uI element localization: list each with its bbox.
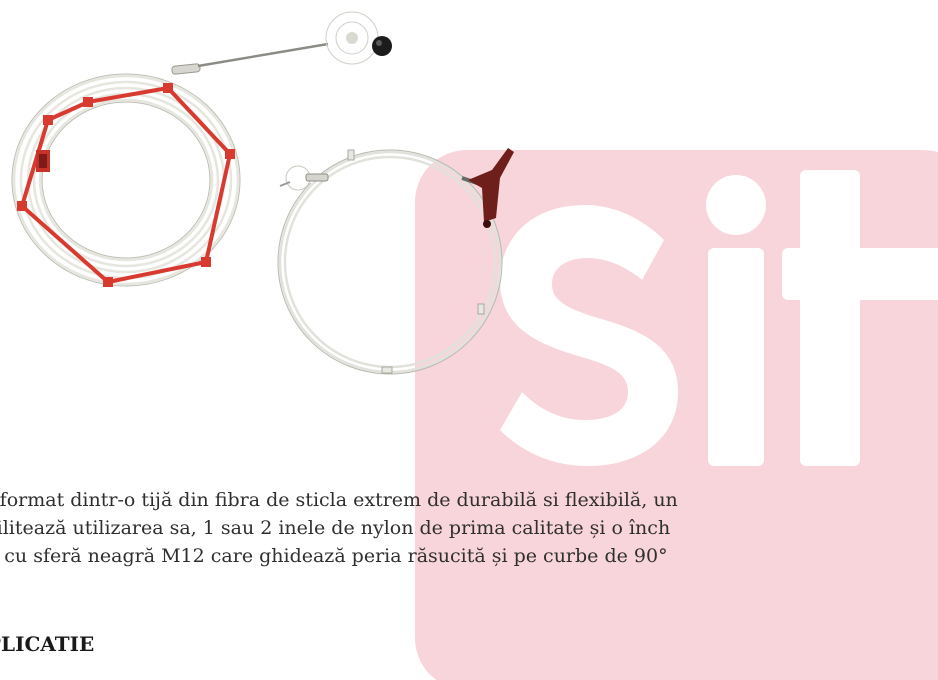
brush-rod-icon xyxy=(171,6,392,75)
description-line: cilitează utilizarea sa, 1 sau 2 inele d… xyxy=(0,517,671,539)
description-line: t format dintr-o tijă din fibra de sticl… xyxy=(0,489,678,511)
section-heading: PLICATIE xyxy=(0,632,95,656)
product-image xyxy=(11,6,514,375)
description-line: u cu sferă neagră M12 care ghidează peri… xyxy=(0,545,668,567)
coiled-rod-icon xyxy=(11,73,241,287)
product-description: t format dintr-o tijă din fibra de sticl… xyxy=(0,486,938,570)
handle-rod-icon xyxy=(277,148,514,375)
